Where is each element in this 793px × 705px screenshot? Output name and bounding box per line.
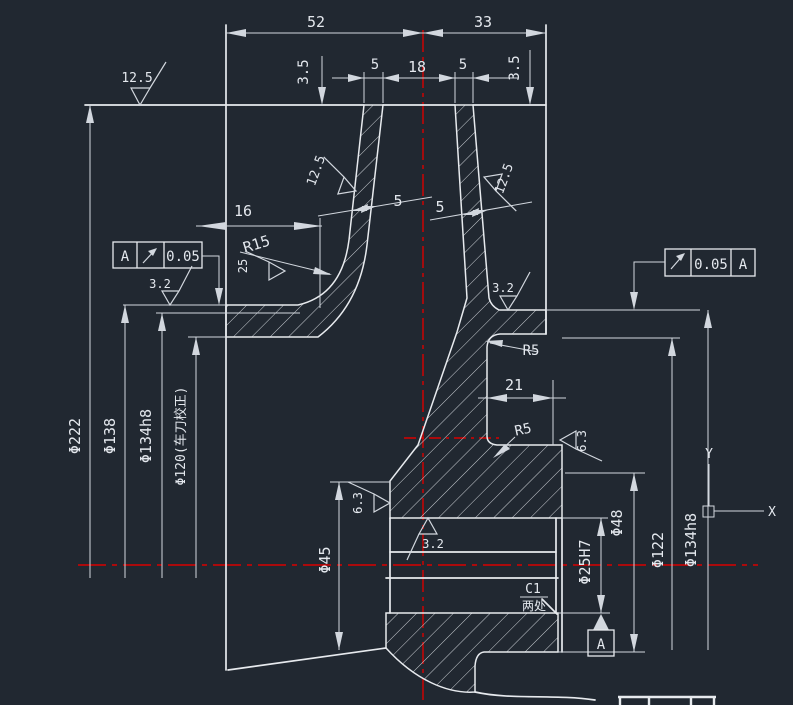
roughness-3p2-right-label: 3.2 (492, 281, 514, 295)
ucs-y-label: Y (705, 447, 713, 462)
dimension-inlet-widths: 3.5 3.5 5 18 5 (296, 50, 534, 105)
dia-222-label: Φ222 (66, 418, 84, 454)
dimension-52-33: 52 33 (226, 13, 546, 37)
dia-134-right-label: Φ134h8 (682, 513, 700, 567)
centerlines (78, 30, 758, 705)
ucs-x-label: X (768, 505, 776, 520)
roughness-12p5-top-left-label: 12.5 (121, 71, 152, 86)
dia-120-label: Φ120(车刀校正) (173, 387, 189, 486)
datum-a-symbol: A (587, 614, 615, 657)
chamfer-c1-label: C1 (525, 582, 541, 597)
roughness-25-icon (244, 250, 287, 282)
dia-122-label: Φ122 (649, 532, 667, 568)
dim-33-label: 33 (474, 13, 492, 31)
roughness-3p2-hub-label: 3.2 (422, 537, 444, 551)
roughness-3p2-left: 3.2 (149, 265, 193, 307)
datum-a-label: A (597, 637, 606, 653)
radius-r15-label: R15 (241, 232, 272, 257)
roughness-12p5-blade-right-icon (482, 173, 517, 212)
dim-18-label: 18 (408, 58, 426, 76)
blade-backshroud-web-section (389, 104, 563, 519)
dim-5-blade-left-label: 5 (393, 192, 402, 210)
frame-right-tol-label: 0.05 (694, 257, 728, 273)
dim-3p5-right-label: 3.5 (507, 55, 523, 80)
frame-left-tol-label: 0.05 (166, 249, 200, 265)
roughness-12p5-blade-right-label: 12.5 (492, 162, 517, 197)
frame-right-datum-label: A (739, 257, 748, 273)
roughness-3p2-right: 3.2 (492, 271, 531, 312)
roughness-3p2-left-label: 3.2 (149, 277, 171, 291)
radius-r5-upper: R5 (485, 340, 539, 359)
dimension-16-r15: 16 R15 25 (196, 202, 332, 308)
dim-16-label: 16 (234, 202, 252, 220)
lower-hub-section (385, 612, 559, 693)
radius-r5-lower-label: R5 (513, 421, 533, 440)
runout-tolerance-frame-left: A 0.05 (112, 241, 223, 305)
chamfer-places-label: 两处 (522, 599, 546, 613)
radius-r5-lower: R5 (493, 421, 533, 458)
roughness-12p5-blade-left-icon (323, 156, 358, 195)
front-shroud-section (225, 104, 384, 338)
lower-break-diagonal (227, 647, 387, 671)
left-diameter-dimensions: Φ222 Φ138 Φ134h8 Φ120(车刀校正) (66, 105, 200, 578)
dia-138-label: Φ138 (101, 418, 119, 454)
lower-break-wavy (474, 691, 596, 701)
dim-5-top-right-label: 5 (459, 57, 467, 73)
roughness-25-label: 25 (236, 259, 250, 273)
roughness-6p3-left-label: 6.3 (351, 492, 365, 514)
roughness-12p5-blade-left-label: 12.5 (304, 154, 329, 189)
right-diameter-dimensions: Φ45 Φ25H7 Φ48 Φ122 Φ134h8 (316, 310, 712, 652)
dimension-21: 21 (478, 376, 566, 445)
roughness-6p3-right: 6.3 (558, 429, 603, 462)
roughness-6p3-right-label: 6.3 (575, 430, 589, 452)
dim-21-label: 21 (505, 376, 523, 394)
title-block-partial (618, 695, 716, 705)
impeller-section-geometry (84, 24, 700, 701)
frame-left-datum-label: A (121, 249, 130, 265)
blade-thickness-dims: 5 5 12.5 12.5 (304, 154, 533, 221)
chamfer-note: C1 两处 (520, 582, 548, 613)
dim-5-blade-right-label: 5 (435, 198, 444, 216)
dia-134-left-label: Φ134h8 (137, 409, 155, 463)
radius-r5-upper-label: R5 (523, 343, 540, 359)
dia-45-label: Φ45 (316, 546, 334, 573)
dim-5-top-left-label: 5 (371, 57, 379, 73)
roughness-3p2-hub: 3.2 (406, 516, 444, 561)
roughness-12p5-top-left: 12.5 (121, 61, 167, 107)
dim-3p5-left-label: 3.5 (296, 59, 312, 84)
bore-chamfer-line (541, 598, 558, 615)
roughness-6p3-left: 6.3 (347, 481, 392, 514)
ucs-icon: Y X (702, 447, 776, 520)
dia-25h7-label: Φ25H7 (576, 539, 594, 584)
runout-tolerance-frame-right: 0.05 A (630, 248, 756, 310)
dim-52-label: 52 (307, 13, 325, 31)
dia-48-label: Φ48 (608, 509, 626, 536)
